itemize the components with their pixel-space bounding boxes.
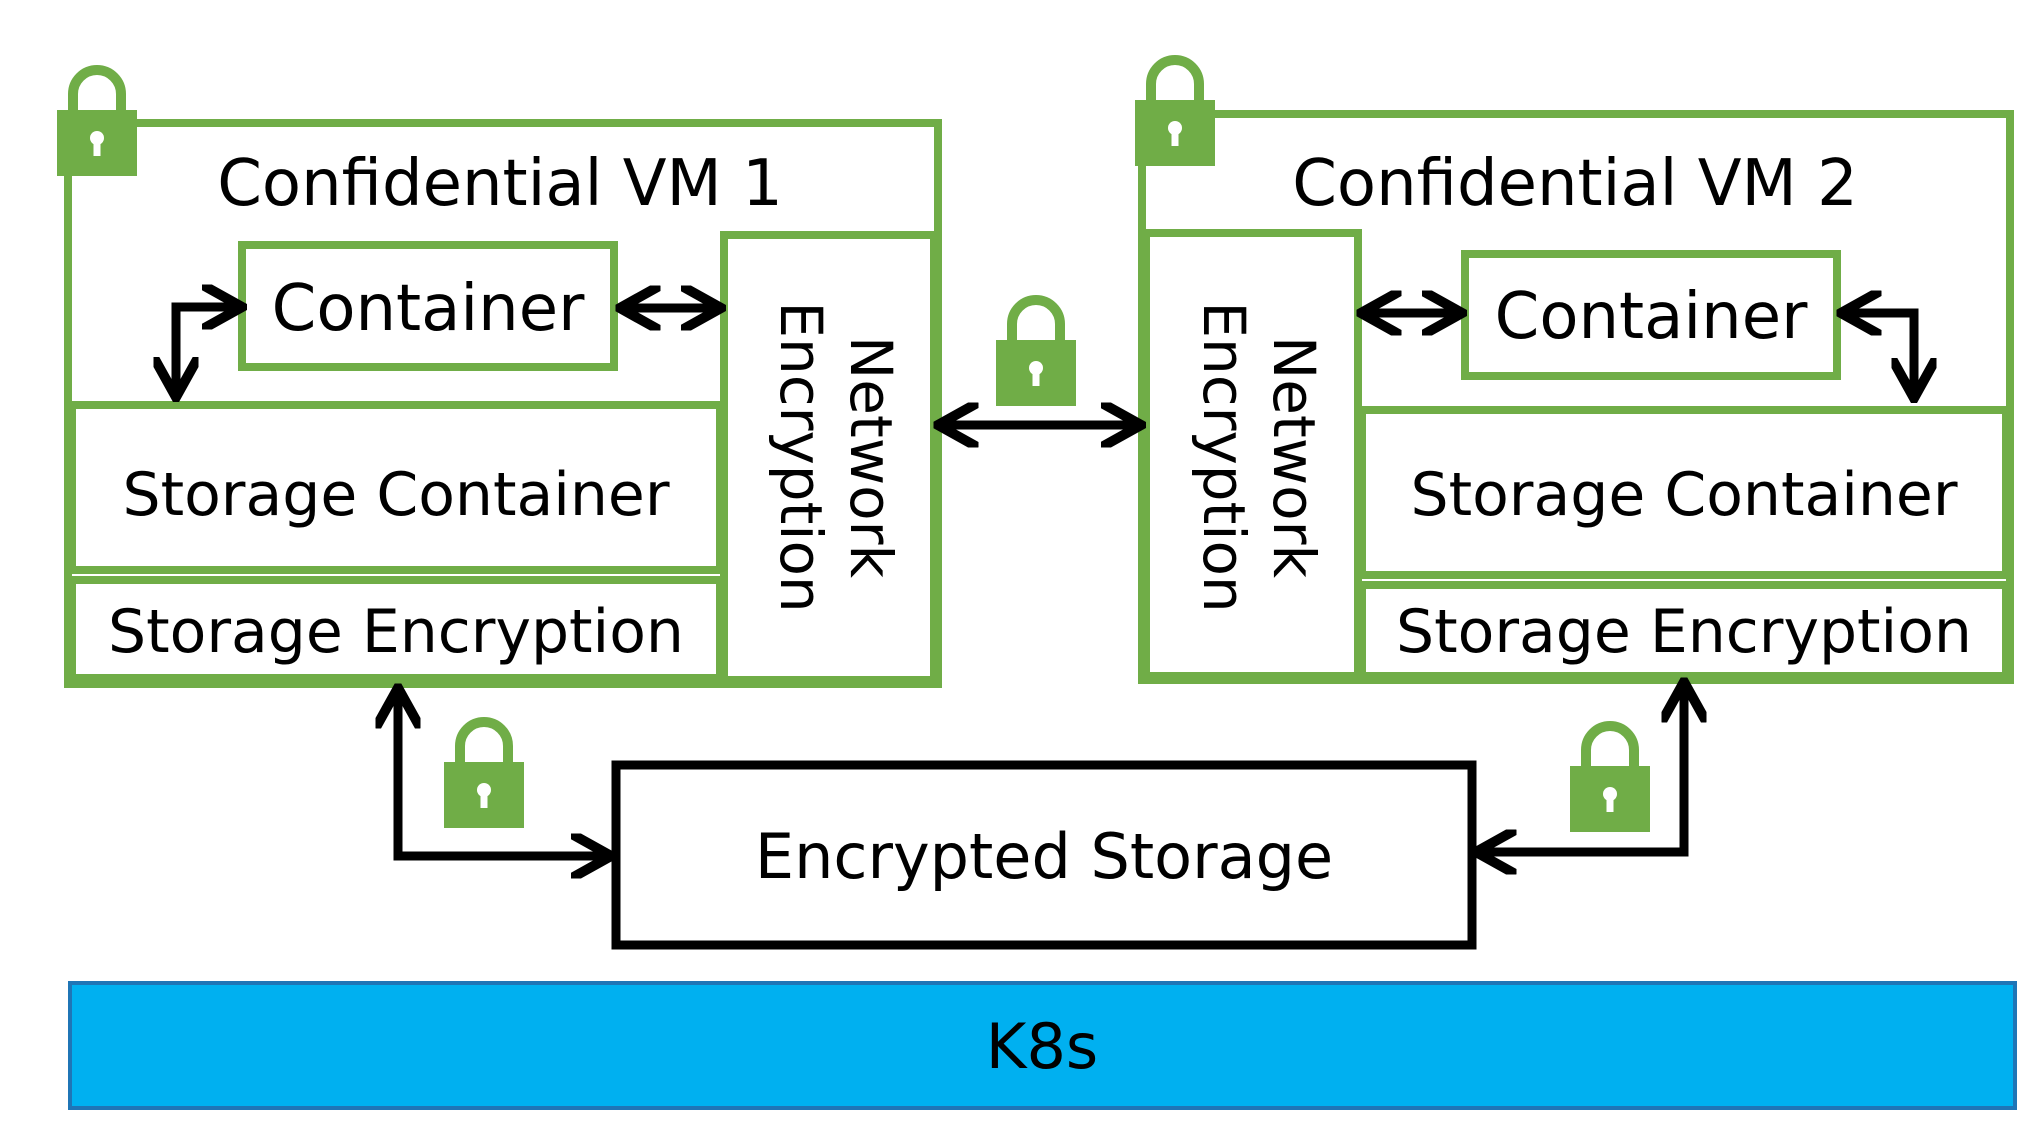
arrow-vm1-container-storage — [176, 307, 240, 395]
vm1-storage-container-box — [68, 401, 724, 574]
vm2-storage-encryption-label: Storage Encryption — [1396, 597, 1972, 667]
k8s-label: K8s — [986, 1010, 1098, 1083]
vm2-storage-container-box — [1358, 406, 2010, 579]
lock-icon — [996, 300, 1076, 406]
vm2-storage-encryption-box — [1358, 581, 2010, 680]
k8s-bar — [68, 981, 2017, 1110]
arrow-vm1-encryption-storage — [398, 690, 609, 856]
vm1-container-label: Container — [272, 272, 585, 346]
vm2-storage-container-label: Storage Container — [1410, 460, 1957, 530]
svg-text:Encryption: Encryption — [1190, 301, 1258, 612]
vm1-storage-container-label: Storage Container — [122, 460, 669, 530]
arrow-storage-vm2-encryption — [1478, 684, 1684, 852]
arrow-vm2-container-storage — [1843, 313, 1914, 396]
vm1-network-encryption-box — [720, 231, 938, 684]
vm2-title: Confidential VM 2 — [1292, 147, 1858, 221]
vm1-network-encryption-label: Network Encryption — [767, 301, 905, 612]
lock-icon — [1570, 726, 1650, 832]
lock-icon — [57, 70, 137, 176]
vm1-group: Confidential VM 1 Container Storage Cont… — [57, 70, 942, 688]
svg-text:Encryption: Encryption — [767, 301, 835, 612]
svg-text:Network: Network — [837, 336, 905, 579]
vm2-network-encryption-label: Network Encryption — [1190, 301, 1328, 612]
vm1-title: Confidential VM 1 — [217, 147, 783, 221]
vm2-group: Confidential VM 2 Network Encryption Con… — [1135, 60, 2014, 684]
lock-icon — [444, 722, 524, 828]
vm1-storage-encryption-box — [68, 576, 724, 682]
vm1-storage-encryption-label: Storage Encryption — [108, 597, 684, 667]
vm1-container-box — [238, 241, 618, 371]
svg-text:Network: Network — [1260, 336, 1328, 579]
arrows — [176, 307, 1914, 856]
lock-icon — [1135, 60, 1215, 166]
encrypted-storage-label: Encrypted Storage — [755, 820, 1333, 893]
vm2-container-label: Container — [1495, 280, 1808, 354]
